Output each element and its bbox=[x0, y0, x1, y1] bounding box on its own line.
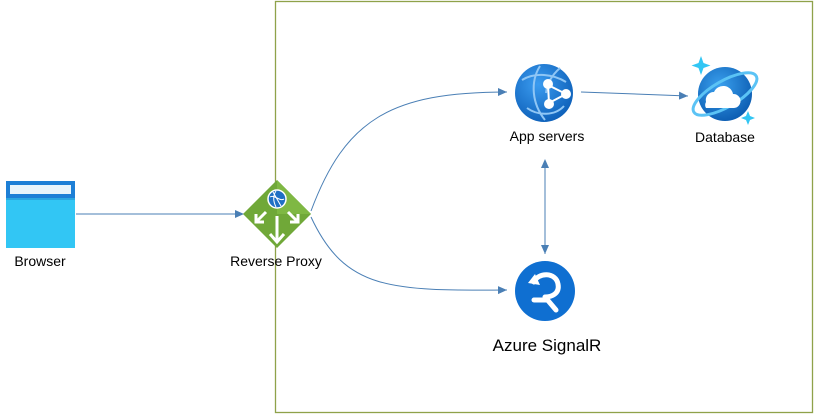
app-servers-label: App servers bbox=[509, 128, 585, 144]
cosmos-db-icon bbox=[691, 56, 759, 125]
app-service-globe-icon bbox=[515, 64, 573, 122]
browser-window-icon bbox=[6, 181, 75, 248]
azure-signalr-label: Azure SignalR bbox=[492, 336, 602, 355]
edge-proxy-to-app-servers bbox=[310, 88, 508, 212]
edge-proxy-to-signalr bbox=[310, 216, 508, 295]
connectors bbox=[76, 88, 689, 295]
edge-app-servers-to-database bbox=[580, 91, 689, 100]
reverse-proxy-icon bbox=[243, 180, 311, 248]
reverse-proxy-label: Reverse Proxy bbox=[230, 253, 322, 269]
browser-label: Browser bbox=[14, 253, 66, 269]
azure-signalr-icon bbox=[515, 261, 575, 321]
database-label: Database bbox=[695, 129, 755, 145]
